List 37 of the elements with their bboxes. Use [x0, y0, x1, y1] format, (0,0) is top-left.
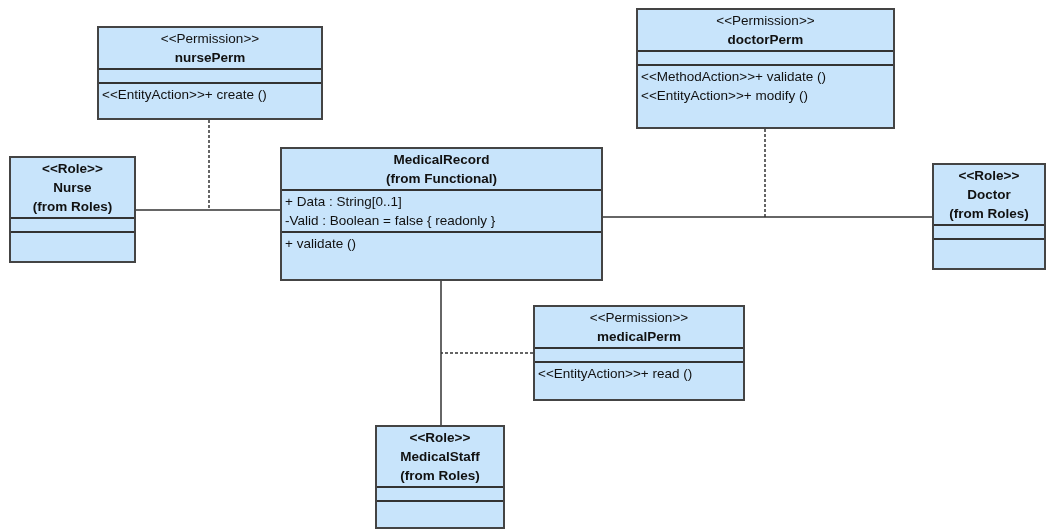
association-line: [440, 280, 442, 426]
association-line: [602, 216, 933, 218]
class-box: [636, 8, 895, 129]
class-member: <<MethodAction>>+ validate (): [641, 68, 827, 86]
class-name: doctorPerm: [726, 31, 805, 49]
class-name: Nurse: [52, 179, 93, 197]
class-name: (from Roles): [948, 205, 1030, 223]
class-name: (from Roles): [399, 467, 481, 485]
class-name: MedicalRecord: [392, 151, 491, 169]
class-box: [280, 147, 603, 281]
class-name: (from Functional): [385, 170, 498, 188]
stereotype-label: <<Permission>>: [715, 12, 816, 30]
association-line: [135, 209, 281, 211]
class-box: [97, 26, 323, 120]
class-box: [533, 305, 745, 401]
stereotype-label: <<Role>>: [957, 167, 1021, 185]
stereotype-label: <<Role>>: [408, 429, 472, 447]
class-box: [932, 163, 1046, 270]
class-member: <<EntityAction>>+ read (): [538, 365, 694, 383]
dashed-line: [764, 128, 766, 218]
class-name: MedicalStaff: [399, 448, 481, 466]
dashed-line: [208, 119, 210, 211]
class-box: [9, 156, 136, 263]
class-box: [375, 425, 505, 529]
class-name: medicalPerm: [595, 328, 682, 346]
class-name: (from Roles): [31, 198, 114, 216]
class-member: + validate (): [285, 235, 357, 253]
class-name: Doctor: [966, 186, 1012, 204]
class-member: <<EntityAction>>+ modify (): [641, 87, 809, 105]
stereotype-label: <<Role>>: [41, 160, 104, 178]
class-member: -Valid : Boolean = false { readonly }: [285, 212, 497, 230]
class-member: <<EntityAction>>+ create (): [102, 86, 268, 104]
dashed-line: [440, 352, 534, 354]
class-name: nursePerm: [173, 49, 247, 67]
class-member: + Data : String[0..1]: [285, 193, 403, 211]
stereotype-label: <<Permission>>: [588, 309, 690, 327]
stereotype-label: <<Permission>>: [159, 30, 261, 48]
